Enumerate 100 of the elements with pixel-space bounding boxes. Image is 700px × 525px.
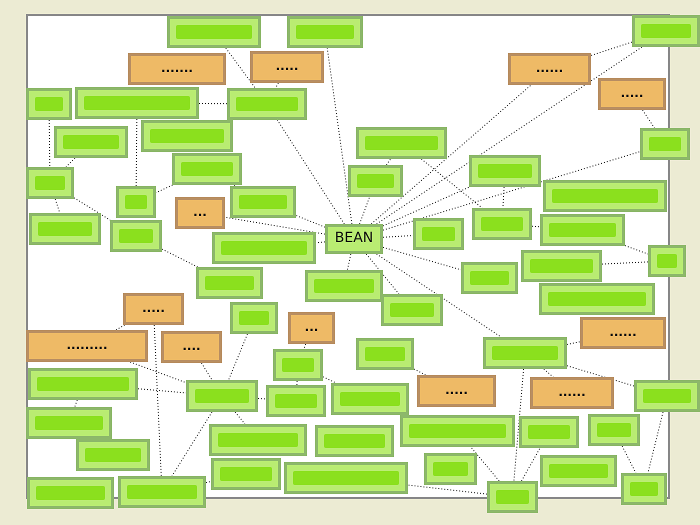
dotted-connector [54,198,60,214]
blurred-label-box [540,455,617,487]
blurred-label-box [648,245,686,277]
note-box [598,78,666,110]
dotted-connector [66,158,76,168]
dotted-connector [200,362,213,380]
blurred-label-box [211,458,281,490]
dotted-connector [566,365,634,386]
dotted-connector [376,254,502,338]
blurred-label-box [413,218,464,250]
dotted-connector [366,254,400,294]
dotted-connector [622,446,636,474]
blurred-label-box [519,416,579,448]
blurred-label-box [273,349,323,381]
node-label: ...... [536,62,564,76]
node-label: .... [182,340,201,354]
blurred-label-box [348,165,403,197]
note-box [530,377,614,409]
blurred-label-box [227,88,307,120]
note-box [128,53,226,85]
blurred-label-box [167,16,261,48]
blurred-label-box [230,302,278,334]
blurred-label-box [110,220,162,252]
note-box [580,317,666,349]
blurred-label-box [632,15,700,47]
dotted-connector [225,48,256,88]
dotted-connector [303,344,306,350]
blurred-label-box [315,425,394,457]
dotted-connector [382,235,414,238]
blurred-label-box [75,87,199,119]
dotted-connector [276,120,345,224]
dotted-connector [162,248,198,268]
dotted-connector [382,246,462,270]
node-label: ....... [161,62,193,76]
note-box [288,312,335,344]
blurred-label-box [186,380,258,412]
blurred-label-box [472,208,532,240]
note-box [508,53,591,85]
node-label: ...... [609,326,637,340]
dotted-connector [326,48,352,224]
dotted-connector [642,110,655,128]
blurred-label-box [76,439,150,471]
blurred-label-box [172,153,242,185]
dotted-connector [624,245,648,255]
dotted-connector [513,368,524,482]
blurred-label-box [305,270,383,302]
blurred-label-box [640,128,690,160]
blurred-label-box [521,250,602,282]
blurred-label-box [356,338,414,370]
blurred-label-box [634,380,700,412]
dotted-connector [224,216,326,235]
blurred-label-box [483,337,567,369]
blurred-label-box [424,453,477,485]
blurred-label-box [209,424,307,456]
dotted-connector [414,368,426,376]
dotted-connector [234,412,246,424]
dotted-connector [130,362,186,384]
blurred-label-box [400,415,515,447]
node-label: ..... [620,87,644,101]
dotted-connector [115,324,126,330]
dotted-connector [502,186,505,208]
node-label: ... [304,321,318,335]
dotted-connector [408,484,488,495]
note-box [26,330,148,362]
note-box [250,51,324,83]
dotted-connector [359,196,370,224]
dotted-connector [382,151,640,231]
blurred-label-box [331,383,409,415]
blurred-label-box [116,186,156,218]
blurred-label-box [356,127,447,159]
dotted-connector [228,334,248,380]
dotted-connector [74,197,111,220]
dotted-connector [322,376,337,384]
dotted-connector [206,481,212,484]
dotted-connector [602,261,648,265]
node-label: BEAN [334,231,374,247]
dotted-connector [470,446,500,482]
dotted-connector [198,102,228,104]
blurred-label-box [29,213,101,245]
blurred-label-box [266,385,326,417]
dotted-connector [382,186,470,226]
dotted-connector [370,84,532,224]
dotted-connector [543,368,554,378]
dotted-connector [420,158,483,208]
blurred-label-box [26,167,74,199]
blurred-label-box [118,476,206,508]
blurred-label-box [230,186,296,218]
dotted-connector [647,412,664,474]
blurred-label-box [588,414,640,446]
blurred-label-box [287,16,363,48]
dotted-connector [386,158,392,166]
blurred-label-box [141,120,233,152]
blurred-label-box [621,473,667,505]
dotted-connector [566,341,580,345]
node-label: ... [193,206,207,220]
blurred-label-box [28,368,138,400]
blurred-label-box [54,126,128,158]
note-box [161,331,222,363]
concept-box [325,224,383,254]
blurred-label-box [469,155,541,187]
